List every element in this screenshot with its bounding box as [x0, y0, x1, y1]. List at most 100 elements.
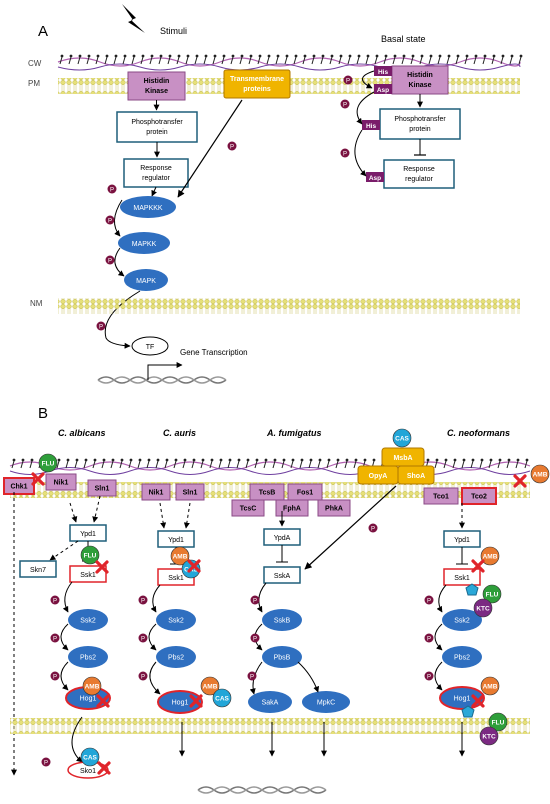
receptor-tcsb-label-5: TcsB	[259, 490, 276, 497]
hk-basal-line1: Histidin	[407, 72, 433, 79]
receptor-nik1-1	[45, 473, 77, 491]
phospho-a-0	[107, 184, 117, 194]
shoa-label: ShoA	[407, 473, 425, 480]
panel-a-label: A	[38, 23, 48, 40]
hog1-auris-label: Hog1	[172, 700, 189, 707]
phospho-a-label-5: P	[346, 79, 350, 85]
saka-fumigatus-label: SakA	[262, 700, 279, 707]
receptor-tco1-label-10: Tco1	[433, 494, 449, 501]
phospho-a-label-6: P	[343, 103, 347, 109]
receptor-chk1-0	[3, 477, 35, 495]
drug-flu-label-14: FLU	[492, 720, 505, 727]
mapkk-node	[118, 232, 170, 254]
phosphotransfer-box-right	[379, 108, 461, 140]
ssk1-albicans-label: Ssk1	[80, 572, 96, 579]
asp-label-1: Asp	[377, 87, 389, 94]
drug-cas-3	[80, 747, 100, 767]
binding-pentagon-1	[461, 705, 475, 718]
phospho-a-label-1: P	[108, 219, 112, 225]
stimuli-label: Stimuli	[160, 26, 187, 36]
pbsb-fumigatus-label: PbsB	[274, 655, 291, 662]
gene-transcription-label: Gene Transcription	[180, 348, 248, 357]
receptor-tcsc-label-6: TcsC	[240, 506, 257, 513]
phospho-a-4	[227, 141, 237, 151]
inhibition-x-icon-1	[95, 560, 109, 574]
phospho-b-3	[41, 757, 51, 767]
his-label-2: His	[366, 123, 377, 130]
phospho-a-2	[105, 255, 115, 265]
mpkc-fumigatus	[302, 691, 350, 713]
drug-amb-label-13: AMB	[483, 684, 498, 691]
drug-flu-0	[38, 453, 58, 473]
his-label-1: His	[378, 69, 389, 76]
phospho-b-11	[424, 633, 434, 643]
phospho-b-label-11: P	[427, 637, 431, 643]
receptor-sln1-4	[175, 483, 205, 501]
drug-flu-label-11: FLU	[486, 592, 499, 599]
basal-state-label: Basal state	[381, 34, 426, 44]
pbs2-albicans-label: Pbs2	[80, 655, 96, 662]
phospho-b-12	[424, 671, 434, 681]
receptor-nik1-label-3: Nik1	[149, 490, 164, 497]
phospho-a-label-3: P	[99, 325, 103, 331]
phospho-a-7	[340, 148, 350, 158]
receptor-tco2-label-11: Tco2	[471, 494, 487, 501]
inhibition-x-icon-5	[189, 694, 203, 708]
cw-label: CW	[28, 59, 42, 68]
species-a-fumigatus: A. fumigatus	[266, 428, 322, 438]
drug-ktc-12	[473, 598, 493, 618]
phospho-b-7	[250, 595, 260, 605]
receptor-sln1-label-4: Sln1	[183, 490, 198, 497]
tm-line2: proteins	[243, 86, 271, 93]
inhibition-x-icon-0	[31, 472, 45, 486]
tf-node	[131, 336, 169, 356]
ssk2-albicans-label: Ssk2	[80, 618, 96, 625]
drug-amb-2	[82, 676, 102, 696]
drug-amb-10	[480, 546, 500, 566]
phospho-a-label-0: P	[110, 188, 114, 194]
receptor-nik1-3	[141, 483, 171, 501]
phospho-a-label-2: P	[108, 259, 112, 265]
hog1-neoformans	[439, 686, 485, 710]
receptor-tco2-11	[461, 487, 497, 505]
skn7-box	[19, 560, 57, 578]
ypd1-auris-label: Ypd1	[168, 537, 184, 544]
receptor-phka-label-9: PhkA	[325, 506, 343, 513]
drug-ktc-15	[479, 726, 499, 746]
hk-line2: Kinase	[145, 88, 168, 95]
drug-flu-1	[80, 545, 100, 565]
hk-line1: Histidin	[144, 78, 170, 85]
phospho-b-13	[247, 671, 257, 681]
phosphotransfer-box-left	[116, 111, 198, 143]
phospho-b-8	[250, 633, 260, 643]
phospho-a-label-4: P	[230, 145, 234, 151]
phospho-b-label-5: P	[141, 637, 145, 643]
drug-cas-8	[392, 428, 412, 448]
dna-a	[97, 376, 227, 384]
ssk2-neoformans-label: Ssk2	[454, 618, 470, 625]
phospho-b-label-8: P	[253, 637, 257, 643]
phospho-b-label-0: P	[53, 599, 57, 605]
cell-wall-b	[9, 458, 531, 475]
phospho-b-label-12: P	[427, 675, 431, 681]
phospho-b-label-4: P	[141, 599, 145, 605]
pbs2-albicans	[68, 646, 108, 668]
phospho-b-label-1: P	[53, 637, 57, 643]
mapk-node	[124, 269, 168, 291]
drug-amb-13	[480, 676, 500, 696]
drug-cas-label-8: CAS	[395, 436, 409, 443]
drug-amb-label-9: AMB	[533, 472, 548, 479]
phospho-b-1	[50, 633, 60, 643]
drug-cas-7	[212, 688, 232, 708]
species-c-albicans: C. albicans	[58, 428, 106, 438]
receptor-fos1-label-7: Fos1	[297, 490, 313, 497]
phospho-b-2	[50, 671, 60, 681]
pt-right-line2: protein	[409, 126, 431, 133]
ssk2-neoformans	[442, 609, 482, 631]
pbs2-neoformans	[442, 646, 482, 668]
phospho-b-label-13: P	[250, 675, 254, 681]
phospho-b-10	[424, 595, 434, 605]
receptor-tco1-10	[423, 487, 459, 505]
sskb-fumigatus-label: SskB	[274, 618, 291, 625]
receptor-tcsc-6	[231, 499, 265, 517]
